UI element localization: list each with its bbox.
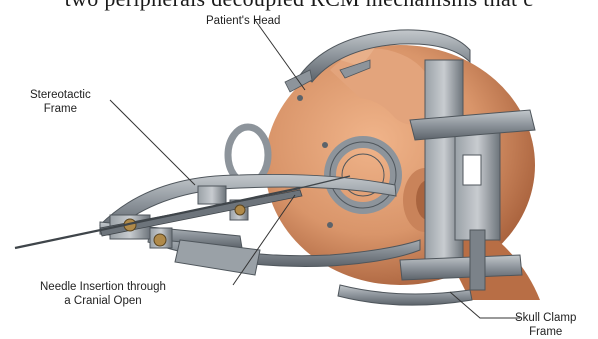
label-patient-head: Patient's Head xyxy=(206,14,280,28)
label-skull-clamp: Skull Clamp Frame xyxy=(515,311,576,339)
leader-patient-head xyxy=(255,20,305,90)
leader-stereotactic-frame xyxy=(110,100,195,185)
label-stereotactic-frame: Stereotactic Frame xyxy=(30,88,91,116)
label-needle-insertion: Needle Insertion through a Cranial Open xyxy=(40,280,166,308)
